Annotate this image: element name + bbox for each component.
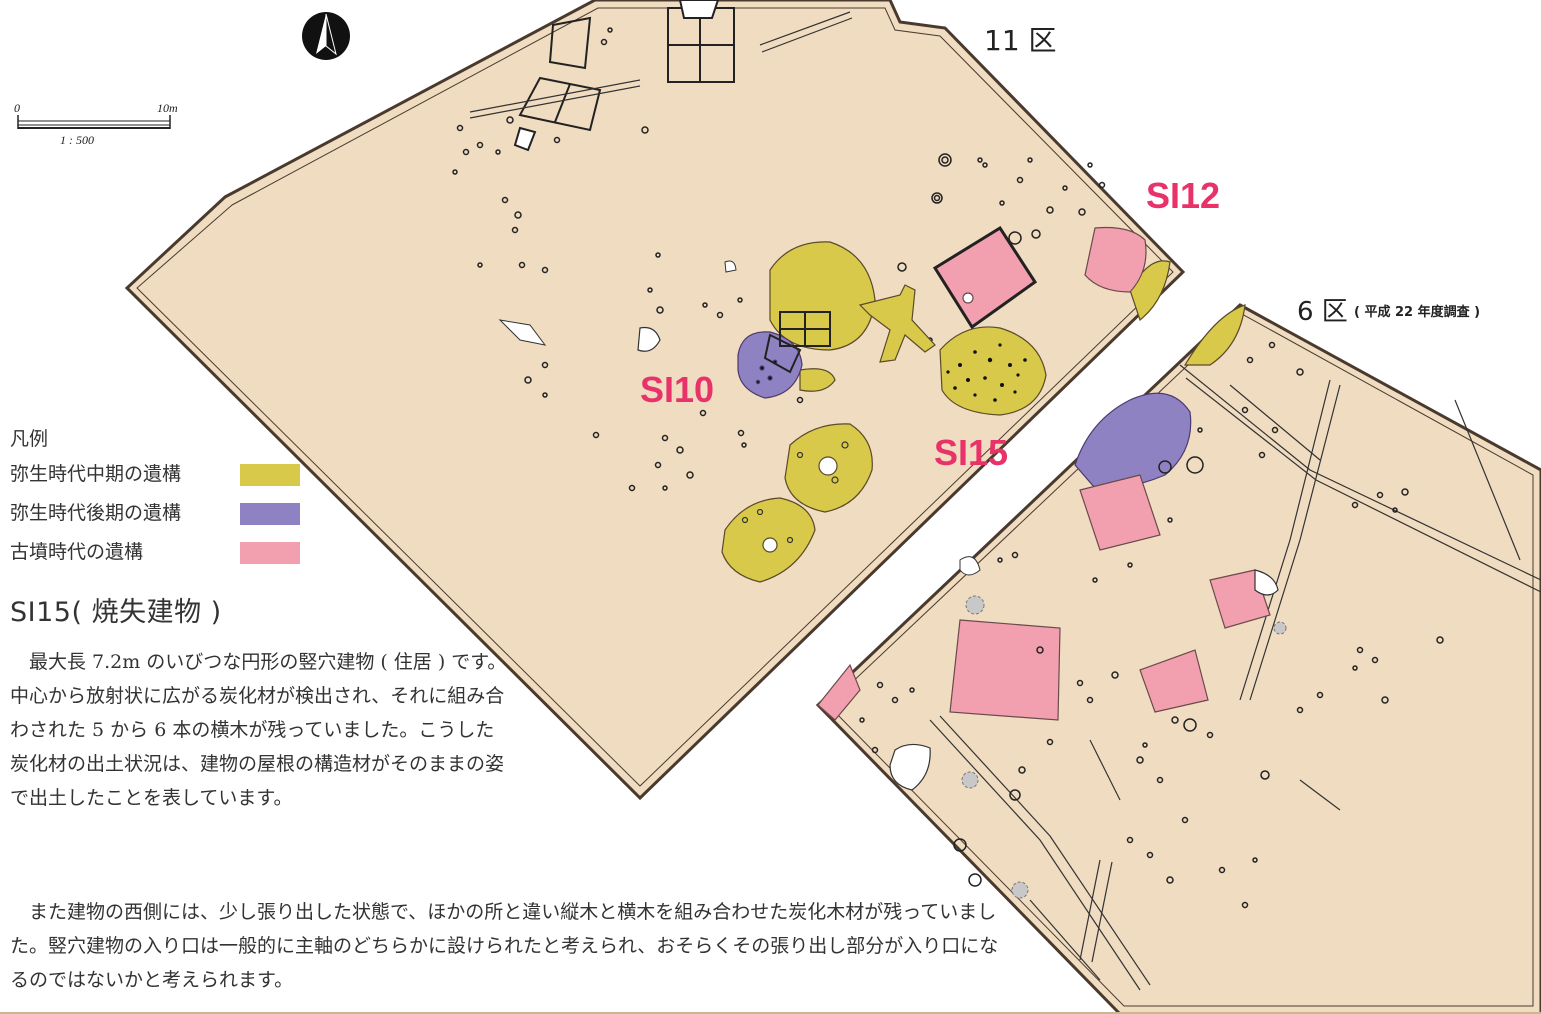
yayoi-middle-features <box>721 241 1246 583</box>
legend-item-label: 弥生時代後期の遺構 <box>10 502 182 524</box>
legend-item-yayoi-middle: 弥生時代中期の遺構 <box>10 461 310 500</box>
article-paragraph-2: また建物の西側には、少し張り出した状態で、ほかの所と違い縦木と横木を組み合わせた… <box>10 901 999 991</box>
si12-label: SI12 <box>1146 175 1220 216</box>
scale-ratio: 1 : 500 <box>60 133 94 147</box>
zone6-label: 6 区 <box>1297 297 1348 327</box>
legend-swatch-kofun <box>240 542 300 564</box>
legend: 凡例 弥生時代中期の遺構 弥生時代後期の遺構 古墳時代の遺構 <box>10 424 310 578</box>
legend-item-yayoi-late: 弥生時代後期の遺構 <box>10 500 310 539</box>
legend-item-kofun: 古墳時代の遺構 <box>10 539 310 578</box>
kofun-features <box>817 225 1271 721</box>
si15-label: SI15 <box>934 432 1008 473</box>
disturbance-patches <box>498 260 1287 899</box>
si10-label: SI10 <box>640 369 714 410</box>
legend-item-label: 古墳時代の遺構 <box>10 541 144 563</box>
legend-swatch-yayoi-late <box>240 503 300 525</box>
scale-end: 10m <box>157 101 178 115</box>
zone6-note: ( 平成 22 年度調査 ) <box>1354 304 1480 320</box>
pit-scatter-zone11 <box>452 27 1106 492</box>
zone11-label: 11 区 <box>984 24 1057 57</box>
legend-item-label: 弥生時代中期の遺構 <box>10 463 182 485</box>
si15-charcoal <box>946 343 1027 402</box>
yayoi-late-features <box>737 311 1192 489</box>
article-paragraph-1: 最大長 7.2m のいびつな円形の竪穴建物 ( 住居 ) です。中心から放射状に… <box>10 651 507 809</box>
pillar-grid-structures <box>513 0 735 152</box>
legend-swatch-yayoi-middle <box>240 464 300 486</box>
legend-title: 凡例 <box>10 428 49 450</box>
north-arrow-icon <box>302 12 350 60</box>
article-heading: SI15( 焼失建物 ) <box>10 597 222 628</box>
ditch-lines <box>469 11 1541 991</box>
pit-scatter-zone6 <box>859 341 1444 909</box>
scale-start: 0 <box>14 101 20 115</box>
scale-bar: 0 10m 1 : 500 <box>14 101 178 147</box>
bottom-rule <box>0 1012 1541 1014</box>
